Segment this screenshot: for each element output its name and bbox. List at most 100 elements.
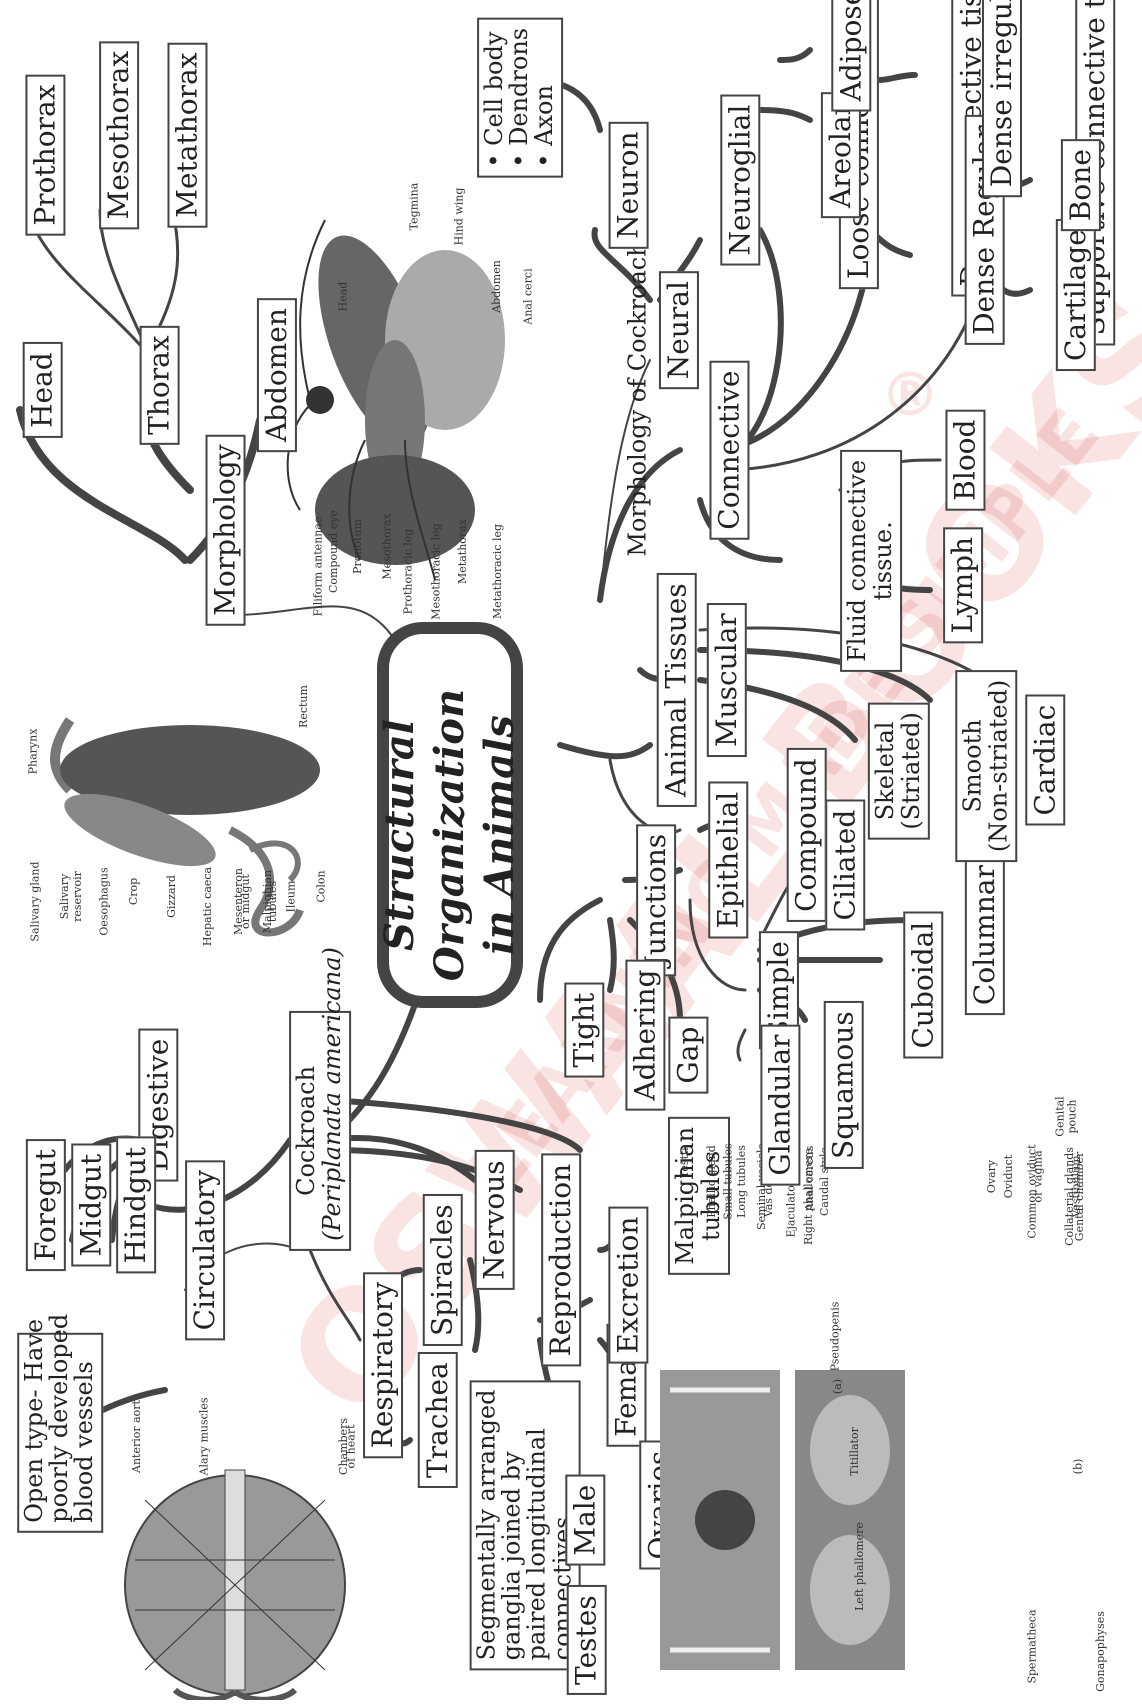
node-abdomen: Abdomen [256,298,298,453]
gut-label-oesophagus: Oesophagus [97,867,111,936]
skeletal-line2: (Striated) [896,712,925,830]
node-epithelial: Epithelial [708,781,749,939]
gut-label-salivary-gland: Salivary gland [28,861,42,942]
repro-label-pouch: pouch [1065,1099,1079,1134]
node-compound: Compound [786,748,827,922]
gut-label-midgut: or midgut [238,874,252,929]
fluid-line1: Fluid connective [843,459,872,662]
line-dense-irregular [877,72,918,83]
node-nervous: Nervous [474,1150,515,1290]
heart-label-of-heart: of heart [344,1424,358,1469]
circulatory-desc-1: Open type- Have [20,1318,49,1523]
node-neuroglial: Neuroglial [720,94,761,266]
cockroach-label: Cockroach [292,1065,321,1196]
repro-label-or-vagina: or vagina [1031,1150,1045,1203]
node-squamous: Squamous [823,1001,864,1169]
neuron-part-1: • Cell body [480,31,509,168]
gut-label-salivary: Salivary [58,873,72,920]
skeletal-line1: Skeletal [870,721,899,821]
node-cockroach: Cockroach (Periplanata americana) [289,947,351,1251]
gut-label-rectum: Rectum [296,685,310,728]
gut-label-ileum: Ileum [284,880,298,913]
line-neural-neuron [591,227,653,303]
nervous-desc-3: paired longitudinal [523,1428,551,1661]
line-epithelial-simple [688,898,747,992]
title-line2: in Animals [476,715,523,955]
morphology-caption: Morphology of Cockroach [623,241,652,557]
line-tissues-neural [599,359,651,601]
node-nervous-desc: Segmentally arranged ganglia joined by p… [469,1380,581,1671]
line-morph-head [16,406,189,564]
digestive-figure [50,717,320,937]
fig-label-metathorax: Metathorax [455,519,469,584]
node-metathorax: Metathorax [167,42,208,228]
gut-label-tubules: tubules [266,880,280,923]
fig-label-tegmina: Tegmina [407,182,421,231]
smooth-line2: (Non-striated) [984,679,1013,853]
fluid-line2: tissue. [868,521,897,601]
node-blood: Blood [945,409,986,511]
node-connective: Connective [709,360,750,540]
repro-label-oviduct: Oviduct [1002,1154,1016,1199]
fig-label-abdomen: Abdomen [489,260,503,313]
node-head: Head [22,342,63,438]
node-respiratory: Respiratory [363,1271,404,1459]
node-cardiac: Cardiac [1025,694,1066,826]
line-connective-fluid [697,497,783,563]
node-thorax: Thorax [139,325,180,445]
node-lymph: Lymph [943,526,984,644]
fig-label-anal-cerci: Anal cerci [521,268,535,325]
node-spiracles: Spiracles [422,1194,463,1346]
node-excretion: Excretion [608,1206,649,1364]
fig-label-metathoracic-leg: Metathoracic leg [491,523,505,620]
node-glandular: Glandular [760,1024,801,1186]
node-mesothorax: Mesothorax [99,40,140,230]
repro-label-phallic-gland: Phallic gland [704,1145,718,1218]
heart-label-anterior-aort: Anterior aort [129,1400,143,1473]
cockroach-sci-name: (Periplanata americana) [318,947,346,1241]
fig-label-mesothorax: Mesothorax [380,513,394,580]
node-male: Male [565,1474,606,1566]
gut-label-pharynx: Pharynx [26,728,40,775]
line-junctions-tight [537,897,603,1003]
node-fluid: Fluid connective tissue. [840,449,902,672]
repro-label-gonapophyses: Gonapophyses [1093,1611,1107,1692]
gut-label-crop: Crop [127,877,141,906]
node-columnar: Columnar [964,855,1006,1016]
title-frame [377,622,523,1008]
repro-label-titillator: Titillator [847,1427,861,1476]
repro-label-left-phallomere: Left phallomere [852,1522,866,1611]
line-nervous-desc [467,1257,482,1353]
repro-label-small-tubules: Small tubules [721,1143,735,1220]
node-skeletal: Skeletal (Striated) [867,702,930,840]
node-circulatory: Circulatory [185,1159,226,1341]
circulatory-desc-2: poorly developed [45,1313,74,1523]
morphology-figure [286,219,505,581]
title-line1: Structural Organization [376,688,473,982]
title: Structural Organization in Animals [375,650,525,1020]
node-malpighian: Malpighian tubules [668,1116,730,1275]
neuron-part-3: • Axon [530,85,559,168]
heart-label-alary-muscles: Alary muscles [197,1397,211,1476]
line-tissues-connective [597,447,683,603]
nervous-desc-2: ganglia joined by [497,1451,526,1661]
line-simple-glandular [736,1028,747,1062]
node-reproduction: Reproduction [541,1153,582,1367]
node-neural: Neural [658,271,700,390]
node-testes: Testes [566,1585,607,1695]
heart-figure [124,1469,346,1700]
node-dense-irregular: Dense irregular [981,0,1023,198]
repro-label-a: (a) [831,1378,845,1395]
node-prothorax: Prothorax [25,74,66,236]
node-ciliated: Ciliated [825,799,866,931]
gut-label-gizzard: Gizzard [164,875,178,918]
nervous-desc-1: Segmentally arranged [472,1389,501,1661]
repro-label-vestibulum: Vestibulum [1069,1155,1083,1218]
neuron-part-2: • Dendrons [505,27,534,168]
line-cockroach-excretion [327,1097,583,1153]
node-gap: Gap [668,1016,709,1094]
node-bone: Bone [1060,139,1102,232]
watermark-reg: ® [880,360,940,430]
